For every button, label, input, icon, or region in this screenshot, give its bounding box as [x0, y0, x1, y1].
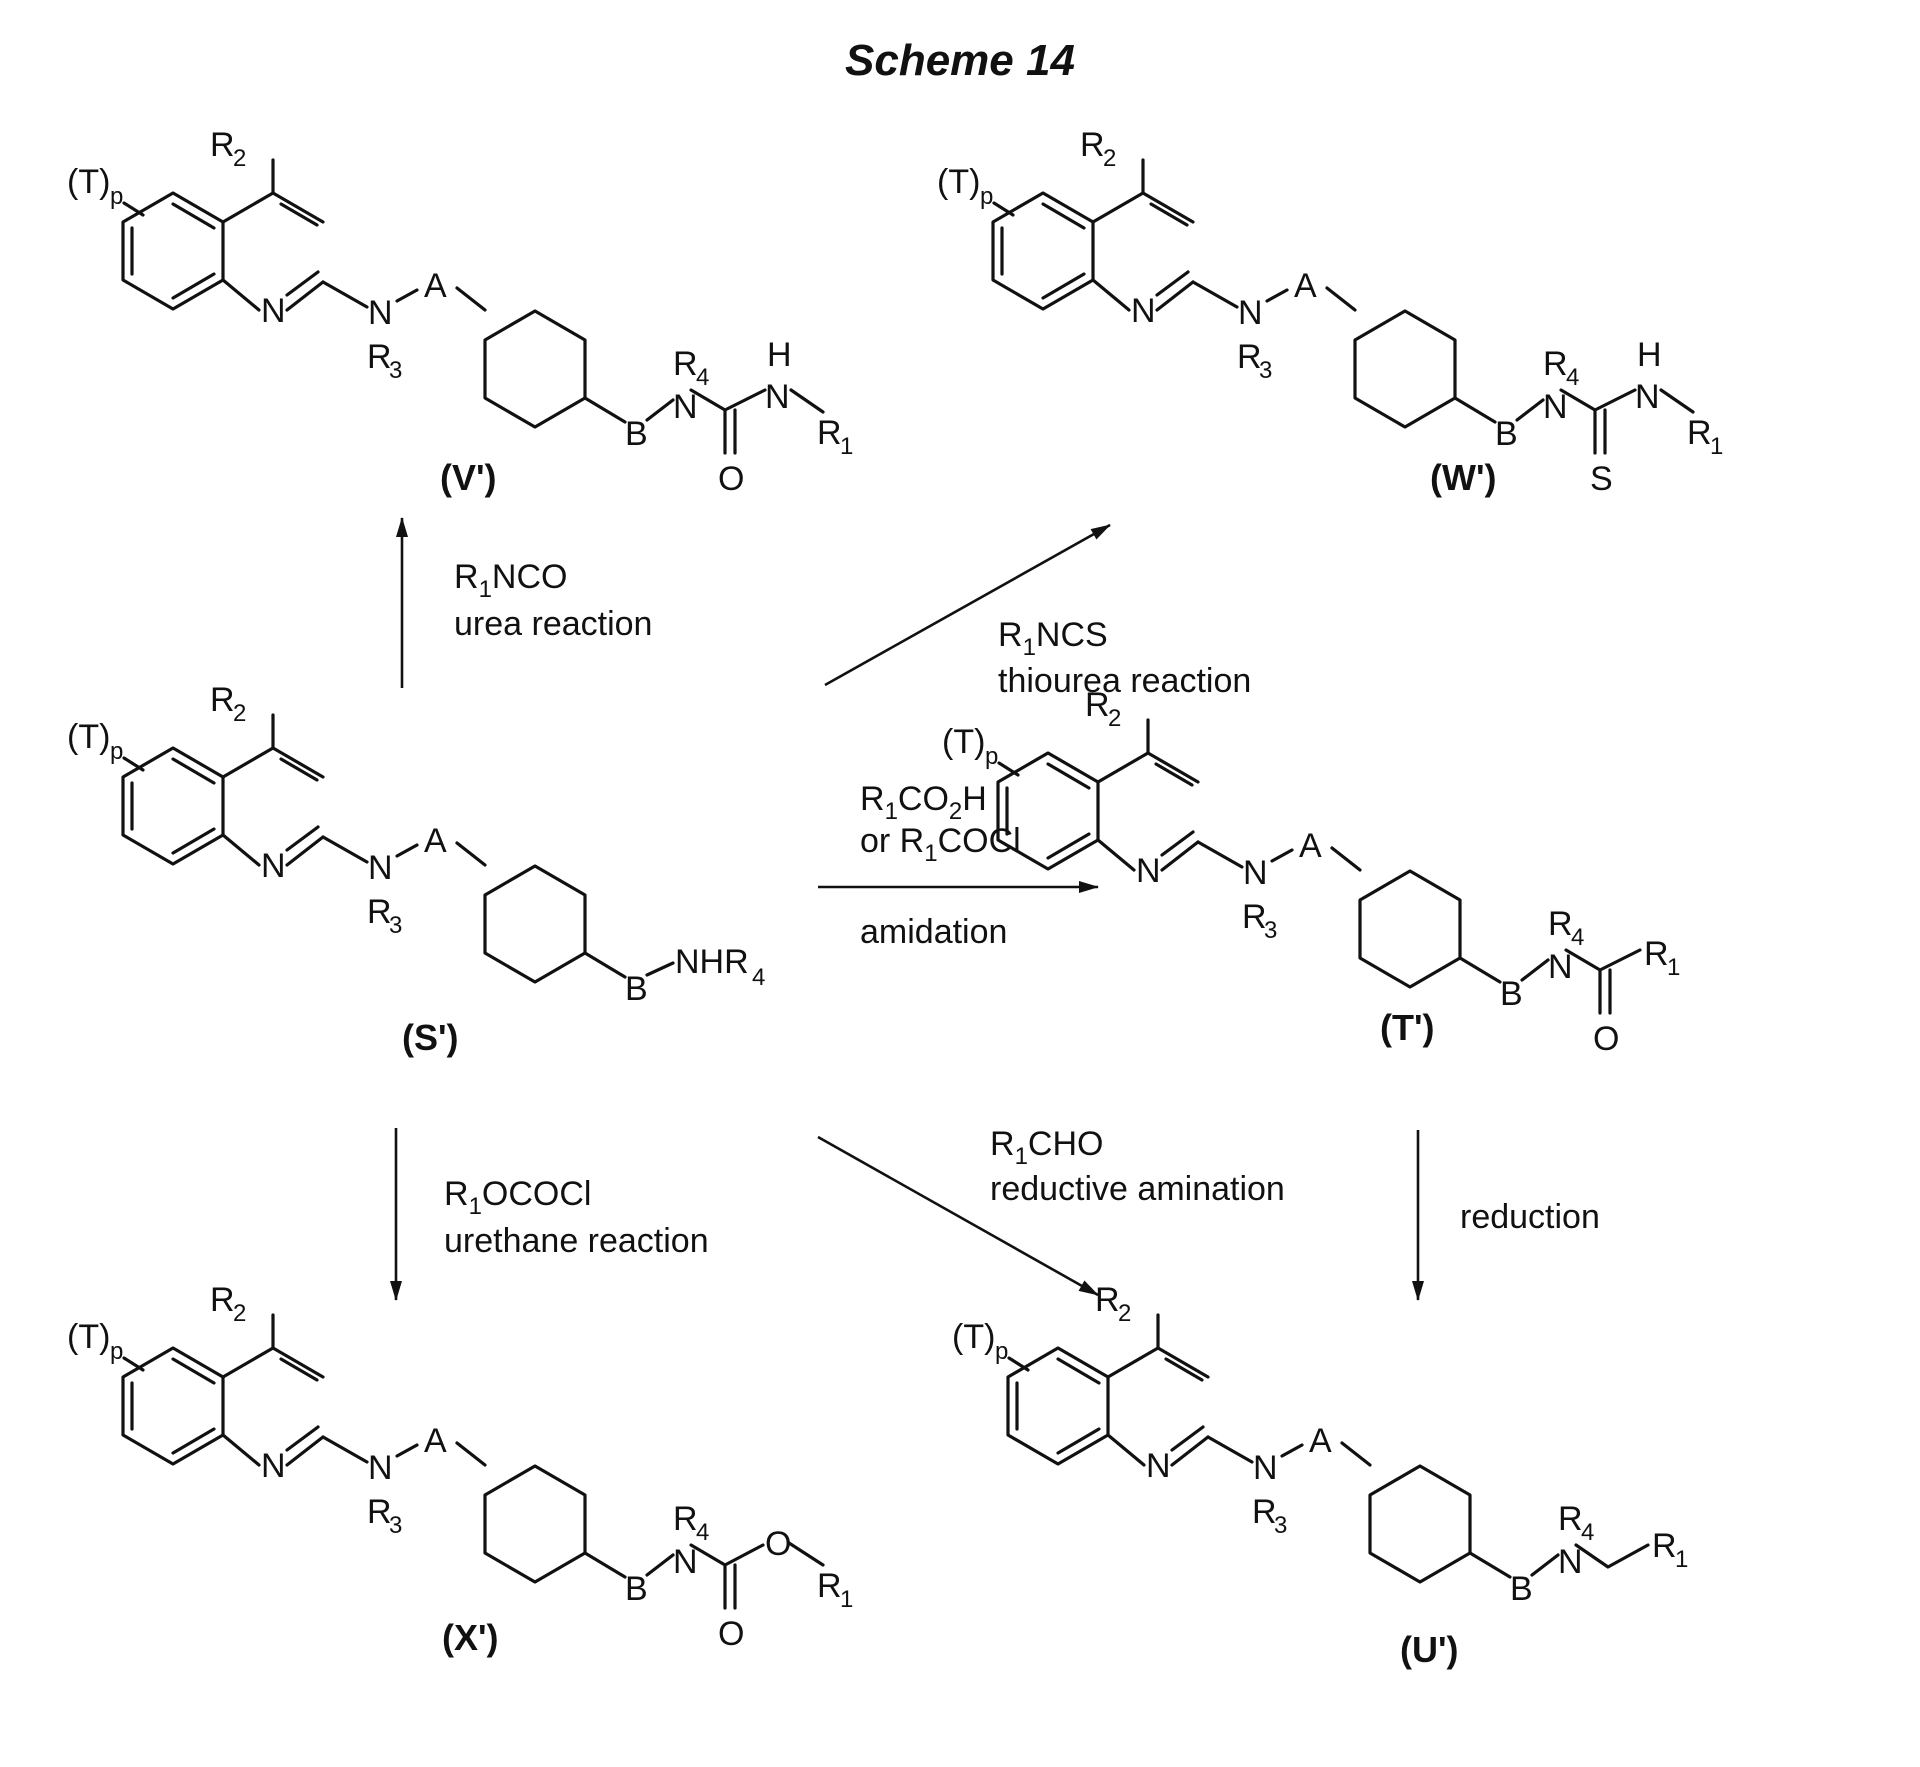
svg-text:O: O	[718, 460, 744, 498]
urethane-reaction-name: urethane reaction	[444, 1222, 709, 1260]
svg-text:N: N	[1635, 378, 1660, 416]
svg-text:R: R	[673, 1500, 698, 1538]
compound-t-structure: N R4 R1 O	[942, 686, 1680, 1058]
compound-v-structure: N R4 N H R1 O	[67, 126, 853, 498]
svg-text:1: 1	[1675, 1546, 1688, 1573]
svg-text:N: N	[1543, 388, 1568, 426]
svg-text:4: 4	[1571, 924, 1584, 951]
svg-text:4: 4	[1566, 364, 1579, 391]
svg-text:R: R	[673, 345, 698, 383]
svg-text:4: 4	[696, 1519, 709, 1546]
svg-text:O: O	[1593, 1020, 1619, 1058]
svg-text:H: H	[1637, 336, 1662, 374]
compound-u-structure: N R4 R1	[952, 1281, 1688, 1608]
svg-text:NHR: NHR	[675, 943, 749, 981]
svg-text:R: R	[1687, 414, 1712, 452]
compound-x-structure: N R4 O R1 O	[67, 1281, 853, 1653]
svg-text:1: 1	[1710, 433, 1723, 460]
svg-text:N: N	[1548, 948, 1573, 986]
reduction-name: reduction	[1460, 1198, 1600, 1236]
svg-text:N: N	[765, 378, 790, 416]
svg-text:N: N	[673, 1543, 698, 1581]
svg-text:N: N	[673, 388, 698, 426]
thiourea-reagent: R1NCS	[998, 616, 1108, 661]
svg-text:R: R	[817, 414, 842, 452]
reductive-amination-name: reductive amination	[990, 1170, 1285, 1208]
svg-text:R: R	[1652, 1527, 1677, 1565]
svg-text:O: O	[718, 1615, 744, 1653]
compound-s-label: (S')	[402, 1017, 459, 1058]
svg-text:R: R	[1543, 345, 1568, 383]
reductive-amination-conditions: R1CHO reductive amination	[990, 1125, 1285, 1208]
compound-v-label: (V')	[440, 457, 497, 498]
compound-u-label: (U')	[1400, 1629, 1459, 1670]
compound-w-structure: N R4 N H R1 S	[937, 126, 1723, 498]
thiourea-reaction-name: thiourea reaction	[998, 662, 1251, 700]
scheme-title: Scheme 14	[845, 36, 1075, 85]
thiourea-arrow	[825, 525, 1110, 685]
amidation-reagent-acid: R1CO2H	[860, 780, 987, 825]
urea-reaction-name: urea reaction	[454, 605, 652, 643]
svg-text:4: 4	[696, 364, 709, 391]
svg-text:1: 1	[840, 1586, 853, 1613]
svg-text:R: R	[817, 1567, 842, 1605]
svg-text:R: R	[1644, 935, 1669, 973]
svg-text:H: H	[767, 336, 792, 374]
urethane-conditions: R1OCOCl urethane reaction	[444, 1175, 709, 1260]
svg-text:4: 4	[752, 964, 765, 991]
svg-text:R: R	[1548, 905, 1573, 943]
compound-w-label: (W')	[1430, 457, 1497, 498]
compound-s-structure: NHR4	[67, 681, 765, 1008]
amidation-reagent-chloride: or R1COCl	[860, 822, 1021, 867]
urea-reagent: R1NCO	[454, 558, 567, 603]
svg-text:S: S	[1590, 460, 1613, 498]
amidation-reaction-name: amidation	[860, 913, 1007, 951]
svg-text:R: R	[1558, 1500, 1583, 1538]
reductive-amination-reagent: R1CHO	[990, 1125, 1103, 1170]
urea-conditions: R1NCO urea reaction	[454, 558, 652, 643]
svg-text:N: N	[1558, 1543, 1583, 1581]
compound-t-label: (T')	[1380, 1007, 1435, 1048]
urethane-reagent: R1OCOCl	[444, 1175, 591, 1220]
svg-text:1: 1	[1667, 954, 1680, 981]
svg-text:O: O	[765, 1525, 791, 1563]
svg-text:1: 1	[840, 433, 853, 460]
compound-x-label: (X')	[442, 1617, 499, 1658]
thiourea-conditions: R1NCS thiourea reaction	[998, 616, 1251, 700]
svg-text:4: 4	[1581, 1519, 1594, 1546]
